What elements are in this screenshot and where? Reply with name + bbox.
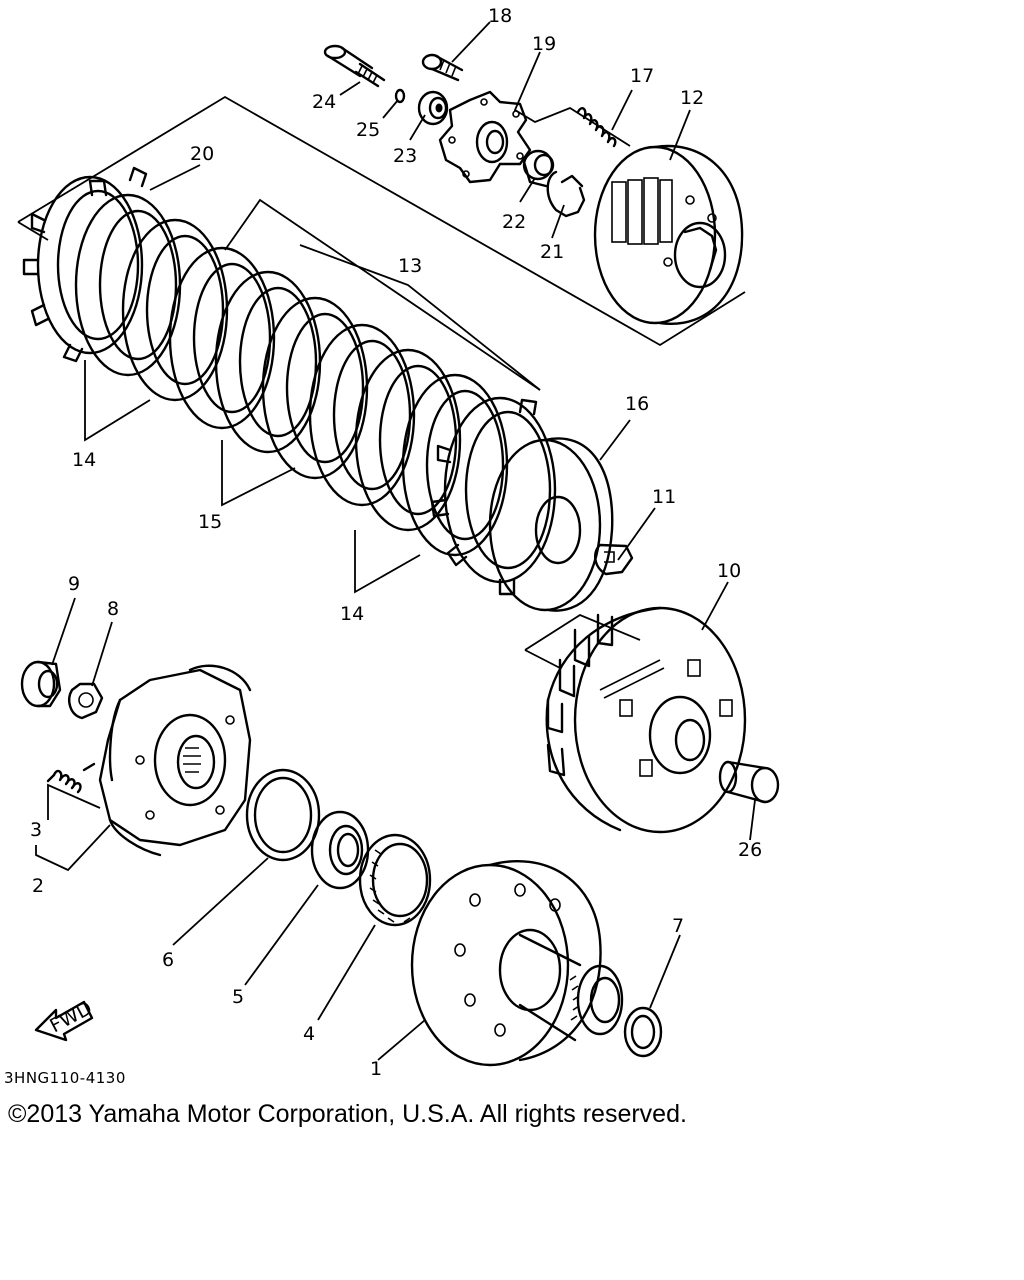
callout-19: 19 (532, 33, 556, 55)
exploded-parts-diagram: FWD 1 2 3 4 5 6 7 (4, 5, 780, 1087)
part-16-plate (488, 437, 614, 612)
callout-15: 15 (198, 511, 222, 533)
part-22-nut (522, 149, 555, 188)
part-20-friction-plate (22, 166, 148, 363)
callout-25: 25 (356, 119, 380, 141)
boss-splines (611, 177, 673, 245)
callout-5: 5 (232, 986, 244, 1008)
callout-10: 10 (717, 560, 741, 582)
callout-3: 3 (30, 819, 42, 841)
callout-8: 8 (107, 598, 119, 620)
part-17-spring (576, 107, 617, 148)
part-2-carrier-assembly (98, 664, 252, 857)
clutch-plate-stack (74, 193, 509, 557)
group-brackets (17, 95, 746, 669)
part-8-lock-washer (68, 682, 104, 720)
part-14-friction-plate (430, 396, 557, 596)
callout-11: 11 (652, 486, 676, 508)
callout-23: 23 (393, 145, 417, 167)
callout-6: 6 (162, 949, 174, 971)
part-23-bearing (417, 90, 449, 126)
callout-13: 13 (398, 255, 422, 277)
part-6-shim (245, 768, 321, 862)
callout-21: 21 (540, 241, 564, 263)
part-18-bolt (421, 53, 464, 82)
drawing-code: 3HNG110-4130 (4, 1069, 126, 1087)
callout-22: 22 (502, 211, 526, 233)
part-10-clutch-housing (545, 606, 747, 834)
part-19-pressure-plate (438, 90, 532, 184)
part-3-spring (46, 762, 96, 794)
part-1-primary-drum (410, 860, 624, 1067)
part-11-washer (594, 543, 634, 576)
part-24-bolt (323, 44, 386, 88)
part-7-washer (623, 1006, 663, 1058)
callout-16: 16 (625, 393, 649, 415)
copyright-notice: ©2013 Yamaha Motor Corporation, U.S.A. A… (8, 1100, 687, 1128)
callout-numbers: 1 2 3 4 5 6 7 8 9 10 11 12 13 14 14 15 1… (30, 5, 762, 1080)
callout-24: 24 (312, 91, 336, 113)
callout-14-front: 14 (72, 449, 96, 471)
callout-2: 2 (32, 875, 44, 897)
callout-14-rear: 14 (340, 603, 364, 625)
fwd-arrow-icon: FWD (34, 997, 96, 1042)
callout-20: 20 (190, 143, 214, 165)
callout-9: 9 (68, 573, 80, 595)
part-26-collar (718, 760, 780, 804)
callout-18: 18 (488, 5, 512, 27)
part-12-clutch-boss (593, 144, 744, 325)
part-4-one-way-clutch (358, 833, 432, 927)
callout-26: 26 (738, 839, 762, 861)
part-9-nut (20, 660, 62, 708)
callout-4: 4 (303, 1023, 315, 1045)
leader-lines (35, 21, 756, 1061)
part-25-o-ring (394, 88, 406, 104)
callout-7: 7 (672, 915, 684, 937)
callout-12: 12 (680, 87, 704, 109)
callout-1: 1 (370, 1058, 382, 1080)
part-21-washer (546, 170, 586, 218)
callout-17: 17 (630, 65, 654, 87)
